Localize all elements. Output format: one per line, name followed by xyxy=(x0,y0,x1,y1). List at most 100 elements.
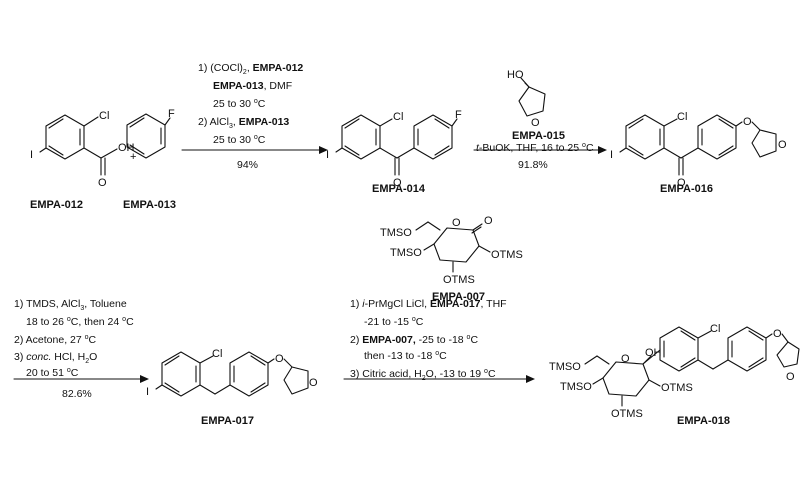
cond3-deg: o xyxy=(467,334,471,341)
label-empa-017: EMPA-017 xyxy=(201,415,254,427)
label-empa-018: EMPA-018 xyxy=(677,415,730,427)
atom-tmso: TMSO xyxy=(390,247,422,259)
atom-o: O xyxy=(778,139,787,151)
cond4-unit: C xyxy=(439,350,447,362)
atom-o: O xyxy=(275,353,284,365)
atom-otms: OTMS xyxy=(443,274,475,286)
yield-step-3: 82.6% xyxy=(62,388,92,400)
cond3-deg: o xyxy=(85,334,89,341)
cond1-sep: , xyxy=(247,62,253,74)
yield-step-1: 94% xyxy=(237,159,258,171)
atom-o: O xyxy=(98,177,107,189)
conditions-step-3: 1) TMDS, AlCl3, Toluene 18 to 26 oC, the… xyxy=(14,298,134,400)
arrowhead-4 xyxy=(526,375,535,383)
cond-t: t xyxy=(476,142,480,154)
cond2-rest: , DMF xyxy=(264,80,293,92)
structure-empa-012: Cl I O OH xyxy=(30,110,135,189)
cond5-deg: o xyxy=(484,368,488,375)
label-empa-015: EMPA-015 xyxy=(512,130,565,142)
atom-cl: Cl xyxy=(677,111,687,123)
structure-empa-014: Cl I O F xyxy=(326,109,462,189)
cond3-text: 25 to 30 xyxy=(213,98,254,110)
structure-empa-018: O OH TMSO OTMS TMSO OTMS Cl O O xyxy=(549,323,800,420)
structure-empa-013: F xyxy=(126,108,175,159)
svg-text:3) conc. HCl, H2O: 3) conc. HCl, H2O xyxy=(14,351,97,365)
arrowhead-3 xyxy=(140,375,149,383)
cond5-deg: o xyxy=(254,134,258,141)
svg-text:1) TMDS, AlCl3, Toluene: 1) TMDS, AlCl3, Toluene xyxy=(14,298,127,312)
cond4-sub: 3 xyxy=(229,123,233,130)
atom-i: I xyxy=(326,149,329,161)
structure-empa-017: Cl I O O xyxy=(146,348,318,398)
cond2-deg2: o xyxy=(122,316,126,323)
atom-otms: OTMS xyxy=(491,249,523,261)
cond4-a: 3) xyxy=(14,351,26,363)
cond1-cpd: EMPA-012 xyxy=(253,62,304,74)
atom-o: O xyxy=(531,117,540,129)
cond1-sub: 3 xyxy=(80,305,84,312)
atom-i: I xyxy=(610,149,613,161)
svg-text:18 to 26 oC, then 24 oC: 18 to 26 oC, then 24 oC xyxy=(26,316,134,328)
cond3-unit: C xyxy=(258,98,266,110)
conditions-step-4: 1) i-PrMgCl LiCl, EMPA-017, THF -21 to -… xyxy=(350,298,507,382)
cond4-text: 2) AlCl xyxy=(198,116,229,128)
yield-step-2: 91.8% xyxy=(518,159,548,171)
label-empa-013: EMPA-013 xyxy=(123,199,176,211)
atom-tmso: TMSO xyxy=(560,381,592,393)
cond4-sub: 2 xyxy=(85,358,89,365)
atom-cl: Cl xyxy=(393,111,403,123)
cond4-b: HCl, H xyxy=(51,351,85,363)
atom-o: O xyxy=(452,217,461,229)
cond4-cpd: EMPA-013 xyxy=(239,116,290,128)
cond1-text: 1) TMDS, AlCl xyxy=(14,298,80,310)
cond3-unit: C xyxy=(89,334,97,346)
atom-o: O xyxy=(309,377,318,389)
cond1-b: -PrMgCl LiCl, xyxy=(365,298,430,310)
cond1-text: 1) (COCl) xyxy=(198,62,243,74)
svg-text:1) (COCl)2, EMPA-012: 1) (COCl)2, EMPA-012 xyxy=(198,62,303,76)
label-empa-014: EMPA-014 xyxy=(372,183,426,195)
atom-ho: HO xyxy=(507,69,524,81)
cond3-a: 2) xyxy=(350,334,362,346)
atom-otms: OTMS xyxy=(611,408,643,420)
atom-o: O xyxy=(743,116,752,128)
cond-unit: C xyxy=(586,142,594,154)
cond2-mid: C, then 24 xyxy=(71,316,122,328)
cond4-deg: o xyxy=(435,350,439,357)
atom-tmso: TMSO xyxy=(380,227,412,239)
cond5-b: O, -13 to 19 xyxy=(426,368,484,380)
atom-cl: Cl xyxy=(99,110,109,122)
svg-text:1) i-PrMgCl LiCl, EMPA-017, T: 1) i-PrMgCl LiCl, EMPA-017, THF xyxy=(350,298,507,310)
svg-text:25 to 30 oC: 25 to 30 oC xyxy=(213,134,266,146)
cond1-a: 1) xyxy=(350,298,362,310)
atom-f: F xyxy=(455,109,462,121)
conditions-step-2: t-BuOK, THF, 16 to 25 oC 91.8% xyxy=(476,142,594,171)
arrowhead-1 xyxy=(319,146,328,154)
cond4-text: then -13 to -18 xyxy=(364,350,435,362)
atom-otms: OTMS xyxy=(661,382,693,394)
svg-text:t-BuOK, THF, 16 to 25 oC: t-BuOK, THF, 16 to 25 oC xyxy=(476,142,594,154)
cond2-deg: o xyxy=(412,316,416,323)
cond3-text: 2) Acetone, 27 xyxy=(14,334,85,346)
svg-text:then -13 to -18 oC: then -13 to -18 oC xyxy=(364,350,447,362)
cond2-unit: C xyxy=(416,316,424,328)
plus-sign: + xyxy=(130,151,136,163)
cond1-c: , THF xyxy=(481,298,507,310)
svg-text:25 to 30 oC: 25 to 30 oC xyxy=(213,98,266,110)
atom-o: O xyxy=(773,328,782,340)
svg-text:2) Acetone, 27 oC: 2) Acetone, 27 oC xyxy=(14,334,97,346)
cond1-sub: 2 xyxy=(243,69,247,76)
svg-text:20 to 51 oC: 20 to 51 oC xyxy=(26,367,79,379)
svg-text:EMPA-013, DMF: EMPA-013, DMF xyxy=(213,80,292,92)
cond5-a: 3) Citric acid, H xyxy=(350,368,422,380)
cond2-text: -21 to -15 xyxy=(364,316,412,328)
cond5-deg: o xyxy=(67,367,71,374)
arrowhead-2 xyxy=(598,146,607,154)
atom-cl: Cl xyxy=(710,323,720,335)
cond5-text: 20 to 51 xyxy=(26,367,67,379)
atom-cl: Cl xyxy=(212,348,222,360)
atom-o: O xyxy=(786,371,795,383)
atom-o: O xyxy=(393,177,402,189)
svg-text:3) Citric acid, H2O, -13 to 19: 3) Citric acid, H2O, -13 to 19 oC xyxy=(350,368,496,382)
